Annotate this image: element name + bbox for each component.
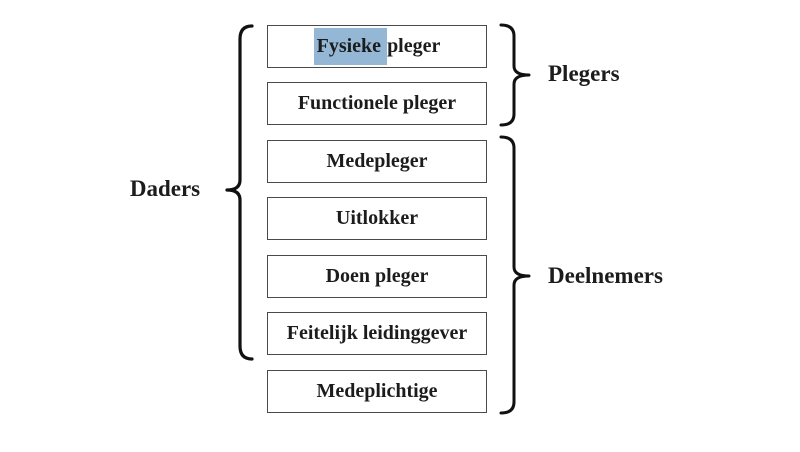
selection-highlight: Fysieke [313, 28, 388, 65]
box-medepleger: Medepleger [267, 140, 487, 183]
daders-brace [225, 24, 254, 361]
box-functionele-pleger: Functionele pleger [267, 82, 487, 125]
box-label: Medepleger [326, 150, 428, 172]
daders-label: Daders [129, 176, 201, 201]
box-feitelijk-leidinggever: Feitelijk leidinggever [267, 312, 487, 355]
plegers-label: Plegers [548, 61, 620, 86]
box-label: Uitlokker [335, 207, 419, 229]
box-label: pleger [387, 35, 441, 57]
box-label: Functionele pleger [297, 92, 457, 114]
box-doen-pleger: Doen pleger [267, 255, 487, 298]
plegers-brace [499, 23, 531, 127]
deelnemers-brace [499, 135, 531, 415]
box-medeplichtige: Medeplichtige [267, 370, 487, 413]
box-uitlokker: Uitlokker [267, 197, 487, 240]
box-label: Feitelijk leidinggever [286, 322, 468, 344]
box-label: Medeplichtige [316, 380, 438, 402]
box-label: Doen pleger [325, 265, 429, 287]
deelnemers-label: Deelnemers [548, 263, 663, 288]
